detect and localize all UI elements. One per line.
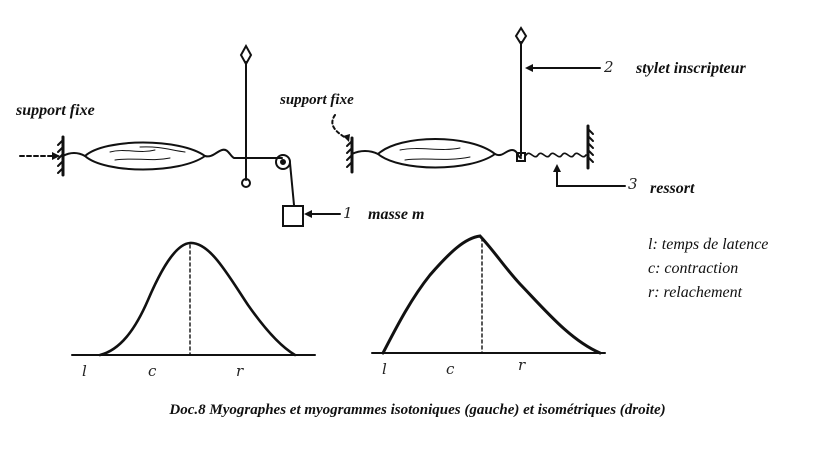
right-muscle bbox=[376, 138, 497, 169]
spring bbox=[525, 152, 587, 158]
arrow-number-3: 3 bbox=[628, 175, 638, 193]
left-mark-r: r bbox=[236, 362, 244, 380]
legend-item-contraction: c: contraction bbox=[648, 260, 739, 277]
arrow-number-1: 1 bbox=[343, 204, 353, 222]
left-pulley bbox=[275, 154, 291, 170]
left-muscle bbox=[83, 141, 207, 171]
figure-caption: Doc.8 Myographes et myogrammes isotoniqu… bbox=[169, 402, 666, 418]
arrow-number-2: 2 bbox=[604, 58, 614, 76]
left-mark-l: l bbox=[82, 362, 87, 380]
right-myogram bbox=[371, 234, 606, 355]
left-mark-c: c bbox=[148, 362, 157, 380]
left-myograph bbox=[19, 43, 341, 227]
legend: l: temps de latence c: contraction r: re… bbox=[648, 233, 768, 305]
right-mark-l: l bbox=[382, 360, 387, 378]
spring-label: ressort bbox=[650, 180, 695, 197]
legend-item-relachement: r: relachement bbox=[648, 284, 743, 301]
right-support-label: support fixe bbox=[280, 92, 354, 108]
right-mark-c: c bbox=[446, 360, 455, 378]
right-mark-r: r bbox=[518, 356, 526, 374]
left-myogram bbox=[71, 241, 316, 357]
stylus-label: stylet inscripteur bbox=[636, 60, 746, 77]
mass-label: masse m bbox=[368, 206, 425, 223]
left-stylus-lever bbox=[239, 43, 253, 188]
right-fixed-support bbox=[346, 136, 354, 174]
right-myograph bbox=[331, 26, 626, 187]
legend-item-latence: l: temps de latence bbox=[648, 236, 769, 253]
right-end-support bbox=[586, 124, 594, 170]
mass-block bbox=[282, 205, 304, 227]
left-support-label: support fixe bbox=[16, 102, 95, 119]
right-stylus-lever bbox=[514, 26, 528, 162]
